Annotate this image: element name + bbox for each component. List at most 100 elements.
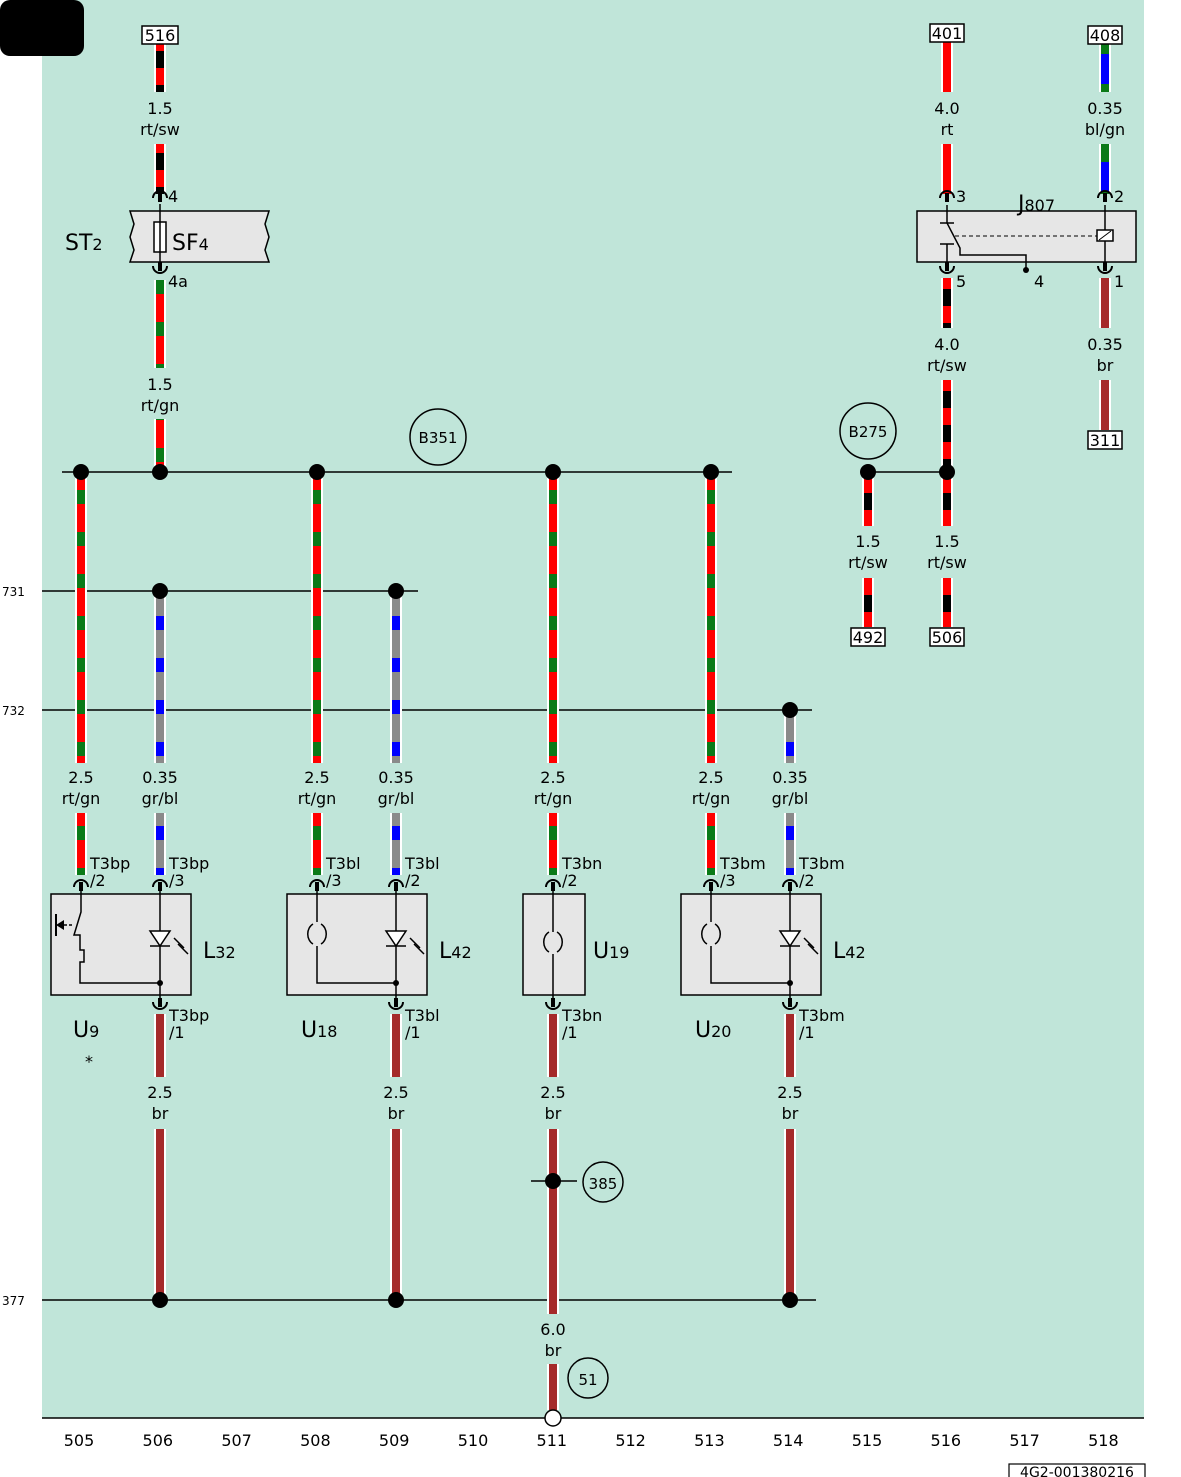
module-u9 [50, 885, 192, 1004]
current-track-number: 509 [379, 1431, 410, 1450]
reference-boxes: 516 401 408 311 492 506 [141, 23, 1123, 647]
current-track-number: 512 [615, 1431, 646, 1450]
fuse-box-label: ST2 [65, 231, 103, 256]
rail-label-732: 732 [2, 704, 25, 718]
led-l32-label: L32 [203, 939, 236, 964]
conn-t3bp-2-pin: /2 [90, 871, 106, 890]
wire-segment [549, 1364, 557, 1410]
wire-b509-color: br [388, 1104, 405, 1123]
wire-b511g-color: br [545, 1341, 562, 1360]
ground-b351: B351 [419, 429, 458, 447]
plug-connector-icon [939, 262, 955, 274]
wire-b506-color: br [152, 1104, 169, 1123]
wire-c505-size: 2.5 [68, 768, 93, 787]
wire-506c-color: rt/sw [927, 553, 967, 572]
junction-dot [703, 464, 719, 480]
plug-connector-icon [545, 879, 561, 891]
led-l42-icon [778, 930, 802, 948]
wire-492-size: 1.5 [855, 532, 880, 551]
wire-layer [75, 40, 1111, 1410]
conn-t3bm-2-pin: /2 [799, 871, 815, 890]
wire-segment [707, 813, 715, 875]
wire-c513-color: rt/gn [692, 789, 731, 808]
wire-segment [77, 813, 85, 875]
ground-circles: B351 B275 385 51 [409, 402, 897, 1399]
relay-label: J807 [1016, 192, 1055, 217]
module-u18-label: U18 [301, 1018, 337, 1043]
wire-b511g-size: 6.0 [540, 1320, 565, 1339]
wire-506-color: rt/gn [141, 396, 180, 415]
wire-401-color: rt [941, 120, 954, 139]
current-track-number: 513 [694, 1431, 725, 1450]
junction-dot [152, 464, 168, 480]
wire-c505-color: rt/gn [62, 789, 101, 808]
wire-segment [1101, 278, 1109, 328]
wire-b511-size: 2.5 [540, 1083, 565, 1102]
ref-box-516: 516 [145, 26, 176, 45]
ref-box-311: 311 [1090, 431, 1121, 450]
plug-connector-icon [388, 998, 404, 1010]
module-u20 [680, 885, 822, 1004]
rails [42, 471, 1144, 1419]
conn-t3bl-2: T3bl [404, 854, 440, 873]
wire-segment [156, 1014, 164, 1077]
wire-segment [156, 280, 164, 368]
wire-segment [707, 472, 715, 763]
wire-401-size: 4.0 [934, 99, 959, 118]
plug-connector-icon [703, 879, 719, 891]
ref-box-401: 401 [932, 24, 963, 43]
pin-j807-3: 3 [956, 187, 966, 206]
conn-t3bp-3: T3bp [168, 854, 209, 873]
wire-segment [1101, 42, 1109, 92]
current-track-number: 505 [64, 1431, 95, 1450]
current-track-number: 516 [931, 1431, 962, 1450]
junction-dot [939, 464, 955, 480]
led-l42b-label: L42 [833, 939, 866, 964]
conn-t3bm-1-pin: /1 [799, 1023, 815, 1042]
wire-c509-color: gr/bl [378, 789, 415, 808]
doc-number: 4G2-001380216 [1020, 1465, 1134, 1477]
ref-box-492: 492 [853, 628, 884, 647]
wire-segment [392, 591, 400, 763]
corner-marker [0, 0, 84, 56]
wire-segment [156, 419, 164, 472]
conn-t3bn-1-pin: /1 [562, 1023, 578, 1042]
relay-pins: 3 2 5 4 1 [956, 187, 1124, 291]
junction-dot [152, 1292, 168, 1308]
current-track-number: 511 [537, 1431, 568, 1450]
wire-segment [864, 472, 872, 526]
pin-j807-4: 4 [1034, 272, 1044, 291]
wire-segment [1101, 144, 1109, 194]
junction-dot [73, 464, 89, 480]
wire-b514-color: br [782, 1104, 799, 1123]
module-u19 [522, 885, 586, 1004]
wire-408-size: 0.35 [1087, 99, 1123, 118]
plug-connector-icon [152, 879, 168, 891]
plug-connector-icon [1097, 262, 1113, 274]
plug-connector-icon [939, 190, 955, 202]
rail-label-377: 377 [2, 1294, 25, 1308]
ground-385: 385 [589, 1175, 618, 1193]
ref-box-506: 506 [932, 628, 963, 647]
wire-segment [392, 1129, 400, 1300]
conn-t3bm-1: T3bm [798, 1006, 845, 1025]
conn-t3bp-2: T3bp [89, 854, 130, 873]
junction-dot [388, 1292, 404, 1308]
junction-dot [152, 583, 168, 599]
current-track-number: 514 [773, 1431, 804, 1450]
wire-segment [549, 472, 557, 763]
module-u20-label: U20 [695, 1018, 731, 1043]
wire-c513-size: 2.5 [698, 768, 723, 787]
pin-sf4-in: 4 [168, 187, 178, 206]
conn-t3bp-1: T3bp [168, 1006, 209, 1025]
wire-c508-color: rt/gn [298, 789, 337, 808]
wire-segment [549, 1014, 557, 1077]
wire-311-color: br [1097, 356, 1114, 375]
module-u9-note: * [85, 1052, 93, 1071]
wire-segment [392, 813, 400, 875]
rail-label-731: 731 [2, 585, 25, 599]
wire-segment [77, 472, 85, 763]
plug-connector-icon [73, 879, 89, 891]
junction-dot [782, 702, 798, 718]
